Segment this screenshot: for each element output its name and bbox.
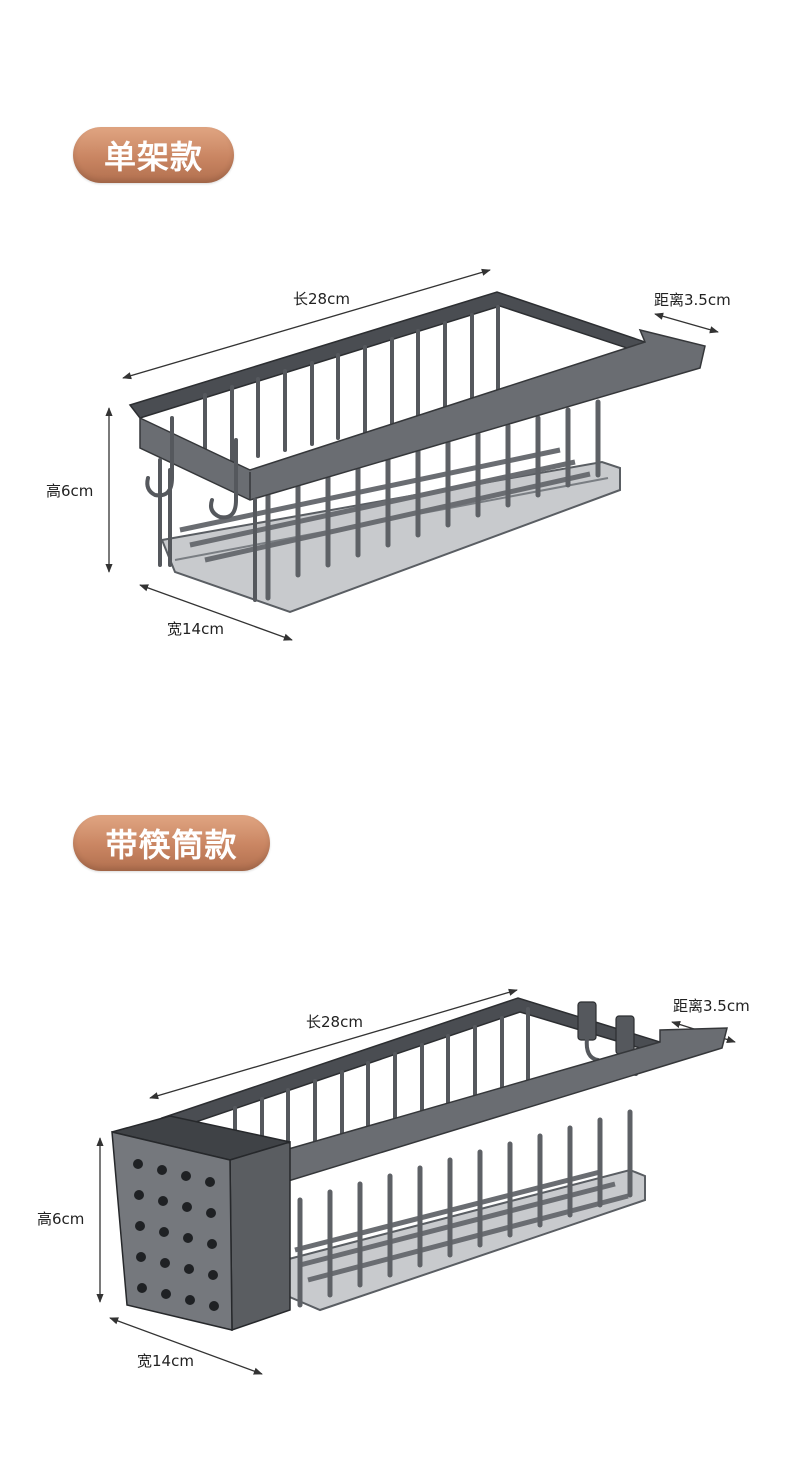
holder-front [111,1131,233,1331]
single-rack-illustration [105,268,719,641]
single-rack-title-badge: 单架款 [73,127,234,183]
single-width-label: 宽14cm [167,620,224,638]
single-rack-title: 单架款 [103,138,203,176]
single-rack-section: 单架款 [46,127,731,641]
holder-rack-section: 带筷筒款 [0,730,790,1460]
length-dimension-line [122,268,491,380]
holder-distance-label: 距离3.5cm [673,997,750,1015]
holder-rack-title: 带筷筒款 [105,826,238,864]
distance-dimension-line [654,312,719,334]
hooks [145,416,257,602]
holder-length-label: 长28cm [306,1013,363,1031]
single-length-label: 长28cm [293,290,350,308]
single-height-label: 高6cm [46,482,94,500]
rack-front-frame [139,328,706,501]
rack-front-bars [297,1109,633,1308]
holder-side [229,1140,291,1332]
width-dimension-line [109,1317,263,1375]
rack-front-bars [265,399,601,601]
single-distance-label: 距离3.5cm [654,291,731,309]
heart-perforations [133,1159,219,1311]
holder-height-label: 高6cm [37,1210,85,1228]
rack-front-frame [284,1027,728,1184]
width-dimension-line [139,584,293,641]
holder-rack-title-badge: 带筷筒款 [73,815,270,871]
length-dimension-line [149,988,518,1100]
holder-rack-illustration [96,988,736,1375]
holder-width-label: 宽14cm [137,1352,194,1370]
